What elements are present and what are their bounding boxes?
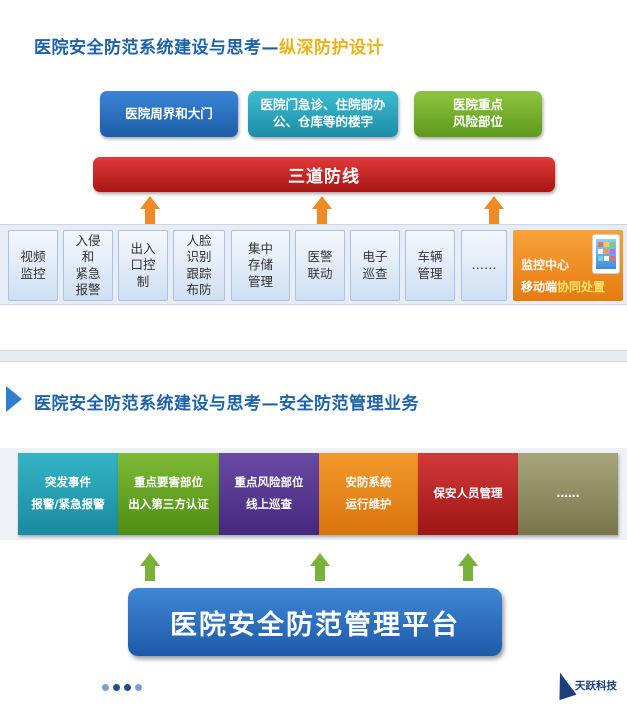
business-segment-maintenance: 安防系统 运行维护: [319, 453, 418, 535]
page-indicator: [102, 684, 142, 691]
business-segment-guard-management: 保安人员管理: [418, 453, 518, 535]
business-segment-emergency: 突发事件 报警/紧急报警: [18, 453, 118, 535]
tablet-icon: [592, 234, 620, 274]
section2-title: 医院安全防范系统建设与思考—安全防范管理业务: [34, 394, 419, 414]
triangle-bullet-icon: [6, 386, 22, 412]
arrow-up-icon: [484, 196, 504, 224]
system-tile-video: 视频 监控: [8, 230, 58, 301]
zone-perimeter: 医院周界和大门: [100, 91, 238, 137]
page-dot: [124, 684, 131, 691]
zone-buildings: 医院门急诊、住院部办 公、仓库等的楼宇: [248, 91, 398, 137]
monitor-center-label: 监控中心: [521, 258, 570, 272]
system-tile-face: 人脸 识别 跟踪 布防: [173, 230, 225, 301]
page-dot: [102, 684, 109, 691]
section1-title: 医院安全防范系统建设与思考—纵深防护设计: [34, 33, 384, 58]
arrow-up-icon: [310, 553, 330, 581]
system-tile-access: 出入 口控 制: [118, 230, 168, 301]
business-segment-online-patrol: 重点风险部位 线上巡查: [219, 453, 319, 535]
system-tile-storage: 集中 存储 管理: [231, 230, 290, 301]
monitor-center-tile: 监控中心 移动端协同处置: [513, 230, 623, 301]
section-divider: [0, 350, 627, 362]
company-logo: 天跃科技: [551, 669, 621, 704]
zone-key-risk: 医院重点 风险部位: [414, 91, 542, 137]
section1-title-highlight: 纵深防护设计: [279, 38, 384, 58]
system-tile-patrol: 电子 巡查: [350, 230, 400, 301]
business-segment-key-access: 重点要害部位 出入第三方认证: [118, 453, 219, 535]
three-lines-defense-bar: 三道防线: [93, 157, 555, 192]
business-segment-more: ……: [518, 453, 618, 535]
arrow-up-icon: [140, 196, 160, 224]
system-tile-more: ……: [461, 230, 507, 301]
system-tile-vehicle: 车辆 管理: [405, 230, 455, 301]
section1-title-main: 医院安全防范系统建设与思考—: [34, 38, 279, 58]
system-tile-alarm: 入侵 和 紧急 报警: [63, 230, 113, 301]
arrow-up-icon: [312, 196, 332, 224]
logo-text: 天跃科技: [575, 680, 617, 692]
page-dot: [113, 684, 120, 691]
management-platform: 医院安全防范管理平台: [128, 588, 502, 656]
mobile-coordination-label: 移动端协同处置: [521, 280, 606, 294]
system-tile-police: 医警 联动: [295, 230, 345, 301]
logo-mark-icon: [551, 669, 577, 701]
page-dot: [135, 684, 142, 691]
arrow-up-icon: [140, 553, 160, 581]
arrow-up-icon: [458, 553, 478, 581]
